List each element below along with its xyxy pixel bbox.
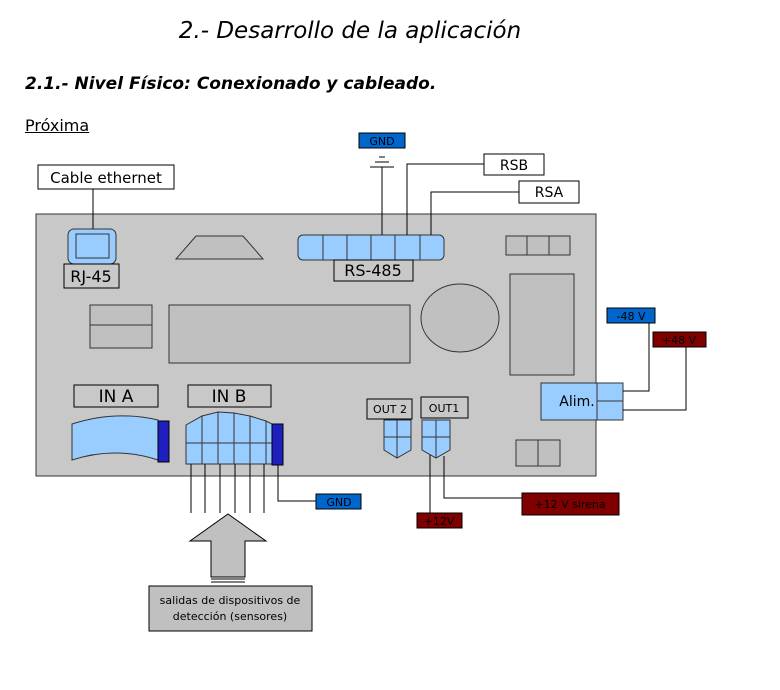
plus12-label: +12V — [424, 515, 455, 528]
terminal-block — [505, 235, 571, 256]
module-left — [89, 304, 153, 349]
out1-label-box — [420, 396, 469, 419]
in-a-label: IN A — [99, 387, 134, 407]
plus12-tag — [416, 512, 463, 529]
rj45-port — [75, 233, 110, 259]
rsb-label-box — [483, 153, 545, 176]
rsb-wire — [406, 163, 484, 235]
rsa-wire — [430, 191, 519, 235]
ethernet-cable-label: Cable ethernet — [50, 169, 162, 187]
sensor-arrow-icon — [188, 513, 268, 578]
siren-wire — [443, 456, 522, 499]
sensors-label-line2: detección (sensores) — [173, 610, 287, 623]
in-a-connector-end — [157, 420, 170, 463]
in-b-connector-end — [271, 423, 284, 466]
rsb-label: RSB — [500, 158, 528, 174]
rj45-label-box — [63, 263, 120, 289]
module-right — [509, 273, 575, 376]
subsection-label: Próxima — [25, 116, 90, 135]
circular-component — [420, 283, 500, 353]
alim-label: Alim. — [559, 394, 594, 410]
plus48-tag — [652, 331, 707, 348]
sensor-wires — [190, 464, 265, 513]
siren-label: +12 V sirena — [534, 498, 605, 511]
rs485-label: RS-485 — [344, 261, 402, 280]
trapezoid-component — [174, 235, 265, 260]
gnd-bottom-label: GND — [326, 496, 351, 509]
gnd-top-label: GND — [369, 135, 394, 148]
in-b-gnd-wire — [277, 465, 316, 502]
in-b-label-box — [187, 384, 272, 408]
plus48-label: +48 V — [662, 334, 697, 347]
in-a-connector — [71, 415, 159, 461]
sensors-label-line1: salidas de dispositivos de — [160, 594, 301, 607]
ethernet-cable-label-box — [37, 164, 175, 190]
gnd-bottom-tag — [315, 493, 362, 510]
rs485-label-box — [333, 259, 414, 282]
section-heading: 2.1.- Nivel Físico: Conexionado y cablea… — [25, 74, 437, 94]
page-title: 2.- Desarrollo de la aplicación — [178, 18, 522, 44]
rj45-label: RJ-45 — [70, 267, 111, 286]
rsa-label-box — [518, 180, 580, 204]
module-center — [168, 304, 411, 364]
in-a-label-box — [73, 384, 159, 408]
sensors-label-box — [148, 585, 313, 632]
minus48-wire — [623, 322, 650, 392]
siren-tag — [521, 492, 620, 516]
gnd-top-tag — [358, 132, 406, 149]
in-b-label: IN B — [212, 387, 247, 407]
in-b-connector — [185, 411, 273, 465]
minus48-tag — [606, 307, 656, 324]
minus48-label: -48 V — [617, 310, 646, 323]
out2-label: OUT 2 — [373, 403, 407, 416]
out1-label: OUT1 — [429, 402, 459, 415]
plus48-wire — [623, 347, 687, 411]
rsa-label: RSA — [535, 185, 564, 201]
out2-label-box — [366, 398, 413, 420]
